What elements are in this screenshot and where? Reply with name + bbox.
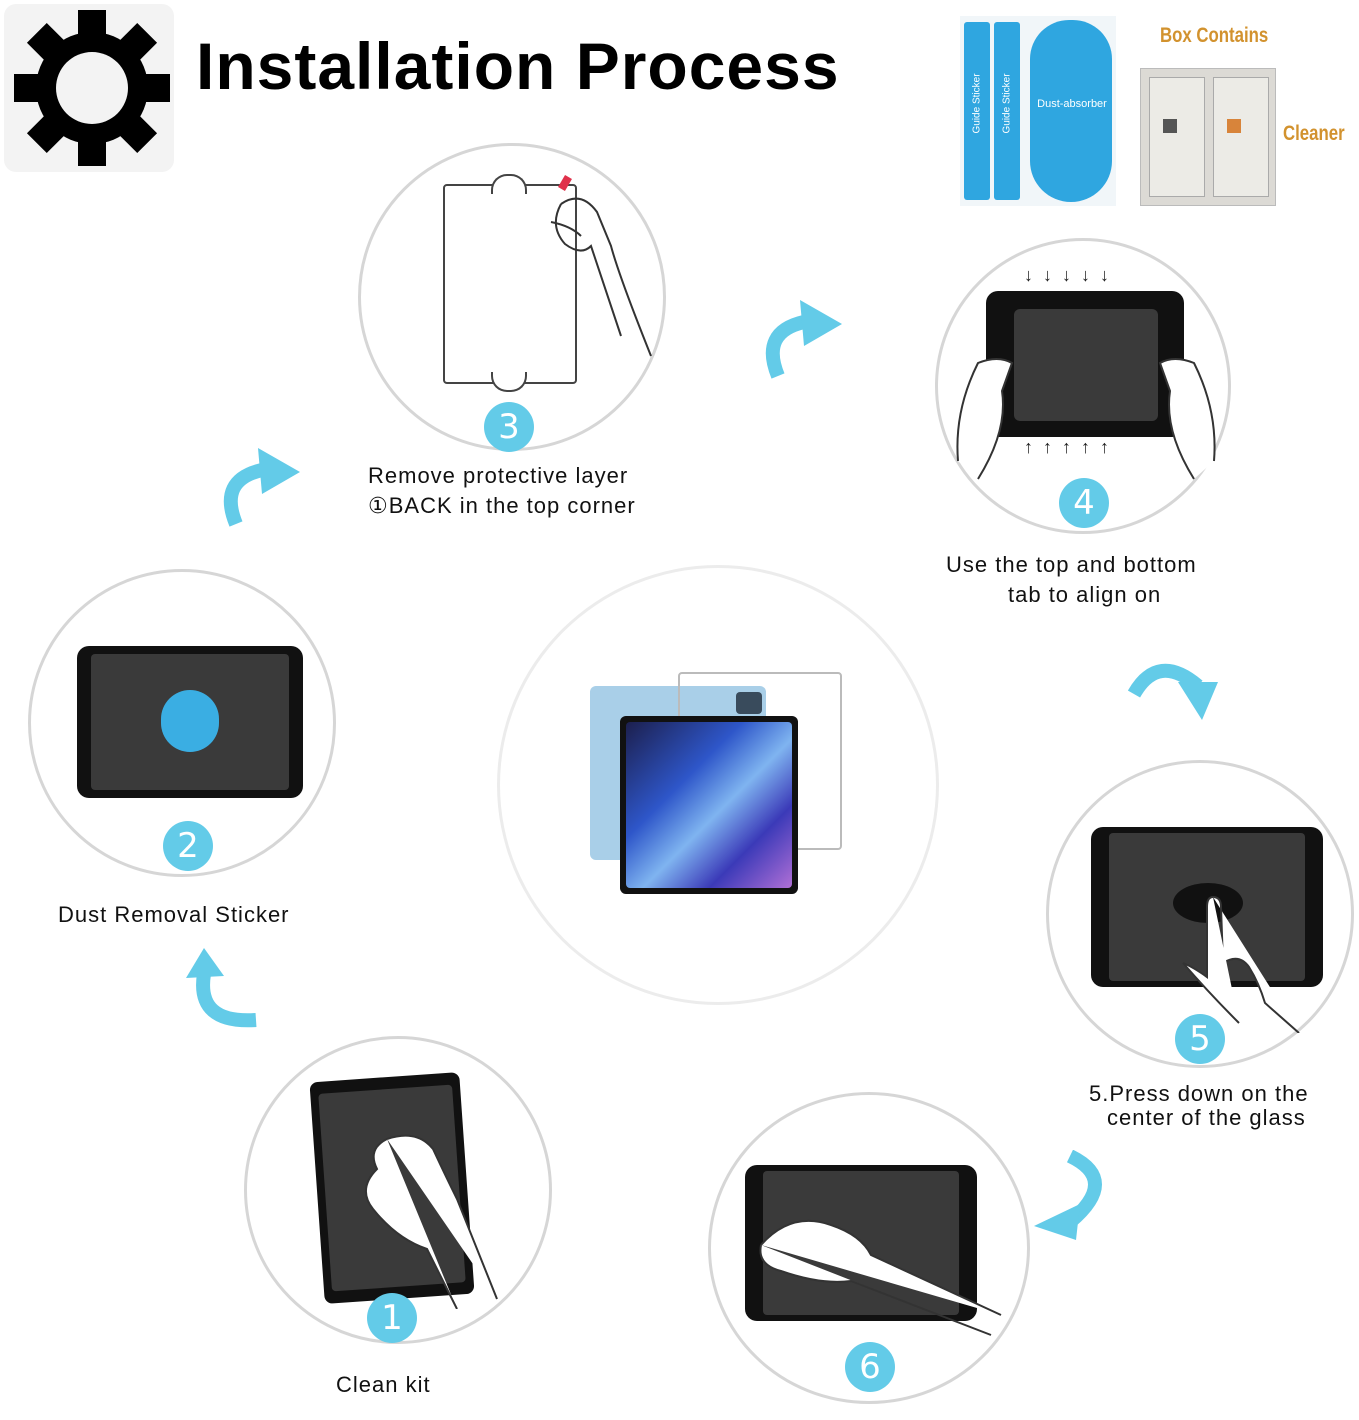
- step-3-caption-line-2: ①BACK in the top corner: [368, 493, 636, 518]
- dust-sticker-icon: [161, 690, 219, 752]
- dust-absorber-sticker: [1030, 20, 1112, 202]
- step-1-circle: [244, 1036, 552, 1344]
- step-5-caption-line-1: 5.Press down on the: [1089, 1081, 1309, 1106]
- step-6-circle: [708, 1092, 1030, 1404]
- guide-sticker-label-1: Guide Sticker: [972, 73, 983, 133]
- dust-absorber-label: Dust-absorber: [1037, 98, 1107, 110]
- step-3-circle: [358, 143, 666, 451]
- step-4-caption-line-2: tab to align on: [1008, 582, 1162, 607]
- gear-icon-box: [4, 4, 174, 172]
- step-2-caption-line-1: Dust Removal Sticker: [58, 902, 290, 927]
- page-title: Installation Process: [196, 29, 840, 103]
- step-4-caption-line-1: Use the top and bottom: [946, 552, 1197, 577]
- curved-arrow-icon: [186, 948, 257, 1028]
- screen-protector-outline: [443, 184, 577, 384]
- finger-press-icon: [1182, 896, 1300, 1033]
- box-contains-heading: Box Contains: [1160, 24, 1269, 47]
- step-5-number: 5: [1175, 1014, 1225, 1064]
- step-5-caption-line-2: center of the glass: [1107, 1105, 1306, 1130]
- hand-peel-icon: [550, 197, 652, 357]
- gear-icon: [14, 10, 170, 166]
- tablet-icon: [986, 291, 1184, 437]
- up-arrows-icon: ↑↑↑↑↑: [1024, 437, 1119, 457]
- step-3-number: 3: [484, 402, 534, 452]
- step-6-number: 6: [845, 1342, 895, 1392]
- guide-sticker-label-2: Guide Sticker: [1002, 73, 1013, 133]
- step-1-number: 1: [367, 1293, 417, 1343]
- box-contents-guide-sticker: Guide Sticker Guide Sticker Dust-absorbe…: [960, 16, 1116, 206]
- step-4-number: 4: [1059, 478, 1109, 528]
- cleaner-packets: [1140, 68, 1276, 206]
- curved-arrow-icon: [223, 448, 300, 527]
- step-4-circle: ↓↓↓↓↓ ↑↑↑↑↑: [935, 238, 1231, 534]
- step-3-caption-line-1: Remove protective layer: [368, 463, 629, 488]
- curved-arrow-icon: [1034, 1150, 1102, 1240]
- step-1-caption-line-1: Clean kit: [336, 1372, 431, 1397]
- hand-wipe-icon: [365, 1134, 498, 1309]
- cleaner-label: Cleaner: [1283, 122, 1345, 145]
- tablet-icon: [77, 646, 303, 798]
- hand-smooth-icon: [759, 1219, 1002, 1336]
- tablet-front: [620, 716, 798, 894]
- hands-align-icon: [956, 358, 1216, 480]
- curved-arrow-icon: [1128, 663, 1218, 720]
- down-arrows-icon: ↓↓↓↓↓: [1024, 265, 1119, 285]
- product-circle: [497, 565, 939, 1005]
- step-2-number: 2: [163, 821, 213, 871]
- curved-arrow-icon: [765, 300, 842, 379]
